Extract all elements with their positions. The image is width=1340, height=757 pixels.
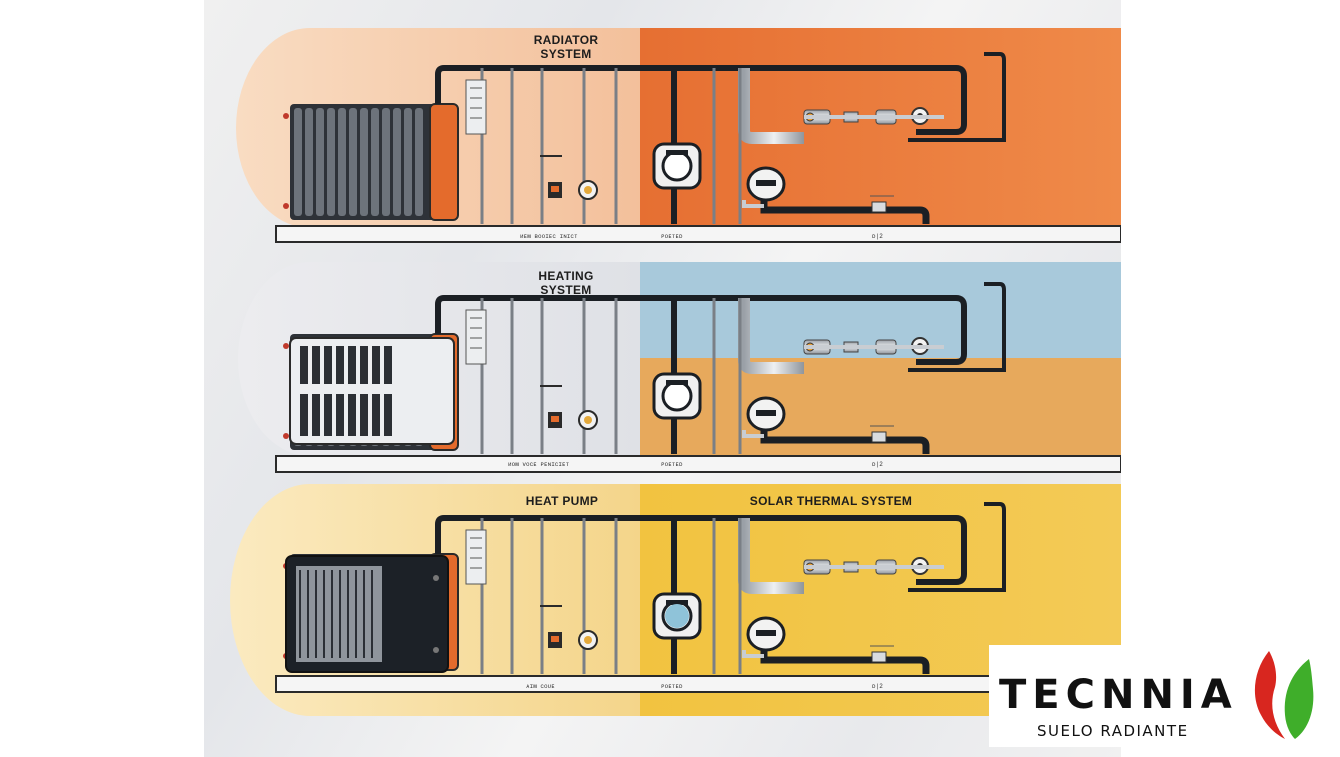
panel-1-title-line-1: RADIATOR [534, 33, 599, 47]
panel-1-footer-left: ᴎᴇᴍ ʙᴏᴏɪᴇᴄ ɪɴɪᴄᴛ [520, 233, 578, 240]
boiler-unit [289, 337, 455, 445]
bottom-pipe [760, 176, 930, 224]
panel-1-footer-mid: ᴘᴏᴇᴛᴇᴅ [661, 233, 683, 240]
panel-2-title-line-1: HEATING [538, 269, 593, 283]
heating-systems-diagram: RADIATOR SYSTEM HEATING SYSTEM HEAT PUMP… [230, 28, 1121, 716]
panel-1-diagram [275, 52, 1121, 243]
valve-assembly [803, 107, 944, 125]
supply-pipe [435, 65, 967, 135]
panel-3-footer-mid: ᴘᴏᴇᴛᴇᴅ [661, 683, 683, 690]
flame-leaf-icon [1254, 651, 1314, 739]
tecnnia-logo[interactable]: TECNNIA SUELO RADIANTE [989, 645, 1317, 747]
panel-2-footer-left: ᴎᴏᴍ ᴠᴏᴄᴇ ᴘᴇɴɪᴄɪᴇᴛ [508, 461, 570, 468]
return-pipe [908, 52, 1006, 142]
flame-red-shape [1254, 651, 1285, 739]
panel-2-title-line-2: SYSTEM [540, 283, 591, 297]
panel-3-footer-left: ᴀɪᴍ ᴄᴏᴜᴇ [526, 683, 555, 690]
leaf-green-shape [1284, 659, 1314, 739]
panel-3-footer-right: ᴅ|2 [872, 683, 883, 690]
panel-1-footer-right: ᴅ|2 [872, 233, 883, 240]
panel-3-title-left: HEAT PUMP [526, 494, 598, 508]
logo-tagline: SUELO RADIANTE [1037, 722, 1189, 740]
panel-1-right-band [640, 28, 1121, 228]
controller-box [540, 155, 598, 200]
gauge-column [465, 79, 487, 135]
meter-dial [665, 604, 689, 628]
flow-meter [652, 142, 702, 190]
radiator [283, 103, 459, 221]
shelf [275, 225, 1121, 243]
sensor [870, 195, 894, 213]
panel-2-footer-mid: ᴘᴏᴇᴛᴇᴅ [661, 461, 683, 468]
metal-elbow [738, 68, 804, 144]
panel-3-title-right: SOLAR THERMAL SYSTEM [750, 494, 912, 508]
panel-2-footer-right: ᴅ|2 [872, 461, 883, 468]
circulation-pump [746, 166, 786, 202]
heat-pump-unit [285, 555, 449, 673]
panel-1-title-line-2: SYSTEM [540, 47, 591, 61]
logo-brand-text: TECNNIA [999, 672, 1238, 718]
diagram-stage: RADIATOR SYSTEM HEATING SYSTEM HEAT PUMP… [204, 0, 1121, 757]
